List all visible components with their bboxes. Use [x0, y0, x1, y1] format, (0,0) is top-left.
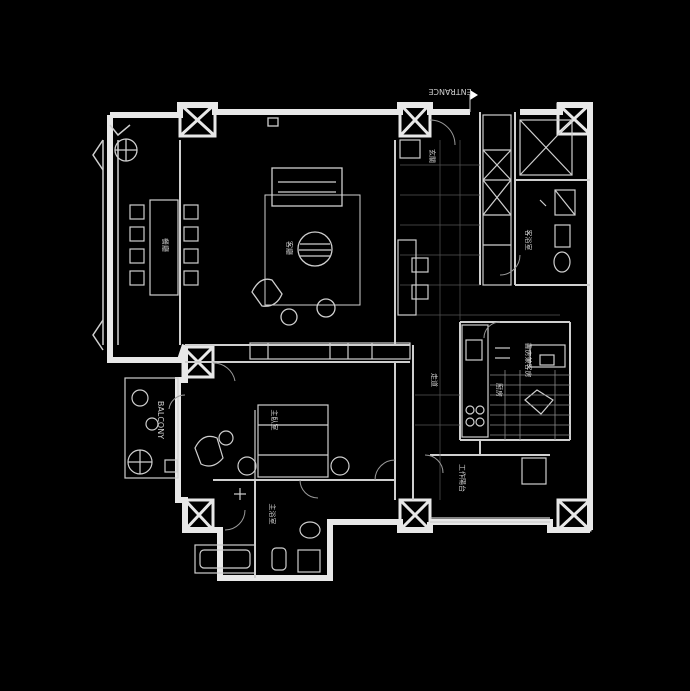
- floor-tile-grid: [400, 140, 560, 500]
- foyer-storage: [397, 114, 512, 316]
- column-s: [398, 498, 432, 532]
- column-n: [398, 102, 432, 138]
- master-bath-fixtures: [194, 488, 321, 574]
- entrance-label: ENTRANCE: [428, 87, 471, 96]
- utility-label: 工作陽台: [458, 464, 467, 492]
- living-furniture: [251, 117, 361, 326]
- study-floor-planks: [490, 370, 570, 440]
- door-swings: [168, 119, 521, 531]
- balcony-label: BALCONY: [156, 401, 165, 439]
- dining-table: [129, 199, 199, 296]
- entrance-marker: [469, 90, 478, 112]
- balcony: [124, 377, 179, 479]
- outer-walls: [107, 102, 593, 581]
- utility-fixtures: [430, 457, 550, 523]
- column-sw: [183, 498, 215, 532]
- dining-windows: [92, 124, 131, 351]
- column-nw: [178, 102, 217, 138]
- dining-label: 餐廳: [161, 238, 170, 252]
- study-label: 書房兼客房: [524, 343, 533, 378]
- master-bed: [194, 375, 396, 500]
- study-furniture: [524, 344, 566, 415]
- kitchen-label: 廚房: [495, 383, 504, 397]
- kitchen-fixtures: [461, 324, 510, 438]
- guest-bath-label: 客浴室: [524, 230, 533, 251]
- column-se: [556, 498, 592, 532]
- round-side-table: [114, 138, 138, 162]
- living-label: 客廳: [285, 241, 294, 255]
- foyer-label: 玄關: [428, 149, 437, 163]
- master-bath-label: 主浴室: [268, 504, 277, 525]
- corridor-label: 走道: [430, 373, 439, 387]
- guest-bath-fixtures: [539, 189, 576, 273]
- structural-columns: [178, 102, 592, 532]
- shaft: [519, 119, 573, 176]
- tv-cabinet: [249, 342, 411, 360]
- master-bedroom-label: 主臥室: [270, 410, 279, 431]
